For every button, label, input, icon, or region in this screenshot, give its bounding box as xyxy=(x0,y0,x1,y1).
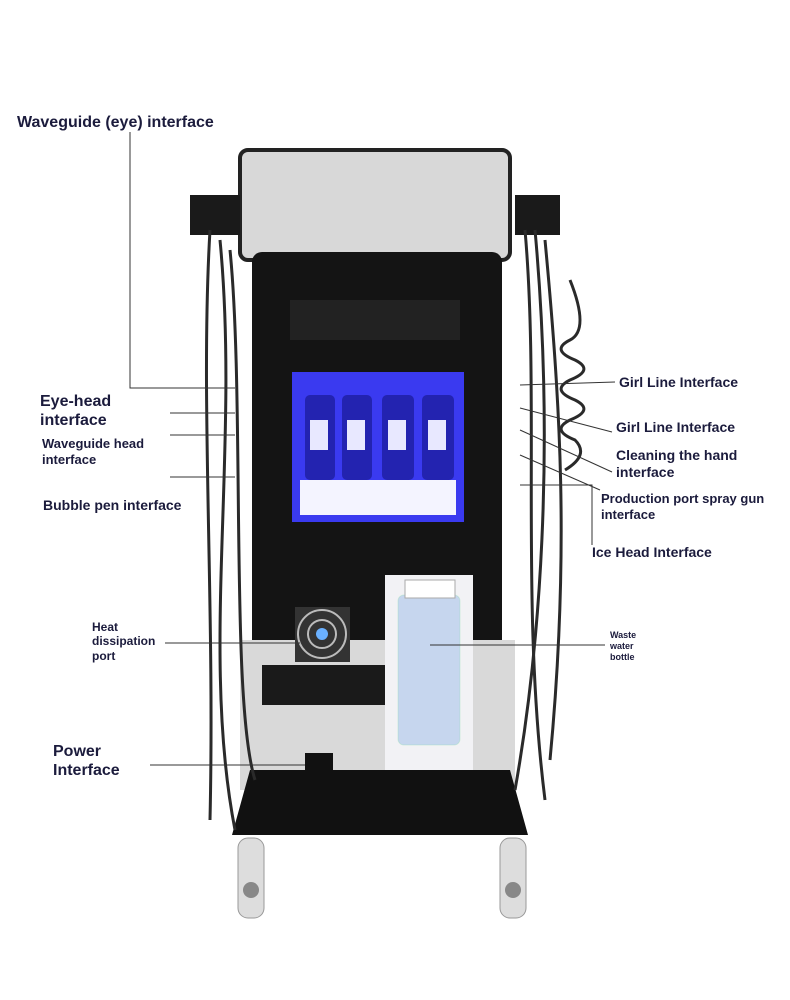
label-power-interface: Power Interface xyxy=(53,743,120,780)
machine-base xyxy=(232,770,528,835)
label-waveguide-eye-interface: Waveguide (eye) interface xyxy=(17,114,214,131)
bottles xyxy=(305,395,454,480)
leader-lines xyxy=(129,132,616,766)
label-waveguide-head-interface: Waveguide head interface xyxy=(42,436,145,467)
machine-top-panel xyxy=(238,148,512,262)
wheel-left xyxy=(237,837,265,919)
cables xyxy=(204,229,586,831)
label-cleaning-hand-interface: Cleaning the hand interface xyxy=(616,447,738,480)
label-girl-line-interface-2: Girl Line Interface xyxy=(616,419,736,435)
label-eye-head-interface: Eye-head interface xyxy=(40,393,112,430)
label-heat-dissipation-port: Heat dissipation port xyxy=(92,620,156,663)
wheel-right xyxy=(499,837,527,919)
vent-grille xyxy=(290,300,460,340)
label-girl-line-interface-1: Girl Line Interface xyxy=(619,374,739,390)
label-ice-head-interface: Ice Head Interface xyxy=(592,544,712,560)
label-production-port-spray-gun: Production port spray gun interface xyxy=(601,491,765,522)
fan-icon xyxy=(295,607,350,662)
label-waste-water-bottle: Waste water bottle xyxy=(610,630,637,662)
label-bubble-pen-interface: Bubble pen interface xyxy=(43,497,182,513)
lower-panel xyxy=(240,640,515,790)
power-socket xyxy=(305,753,333,775)
